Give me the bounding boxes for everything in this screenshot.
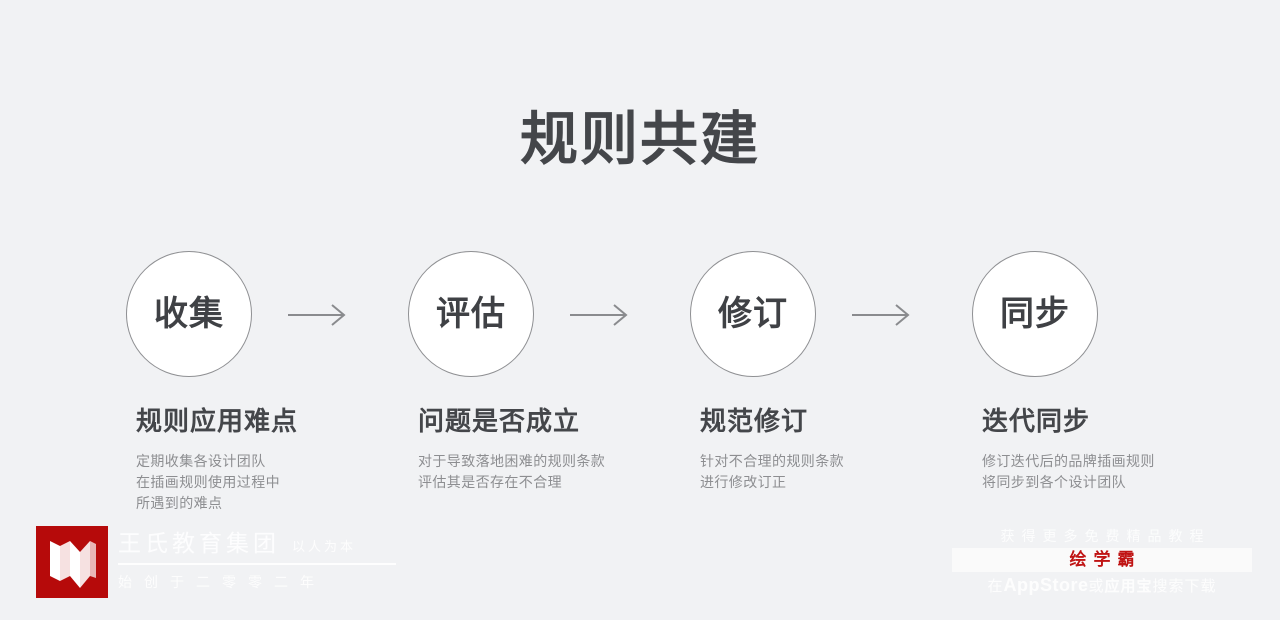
step-body-1: 定期收集各设计团队 在插画规则使用过程中 所遇到的难点 — [136, 451, 398, 514]
step-circle-3[interactable]: 修订 — [690, 251, 816, 377]
step-body-line: 针对不合理的规则条款 — [700, 453, 844, 469]
step-heading-1: 规则应用难点 — [136, 406, 299, 436]
step-circle-label-1: 收集 — [154, 295, 224, 333]
step-circle-1[interactable]: 收集 — [126, 251, 252, 377]
watermark-app-bar: 绘学霸 — [952, 548, 1252, 572]
wangshi-w-logo-icon — [36, 526, 108, 598]
watermark-left-text: 王氏教育集团 以人为本 始创于二零零二年 — [118, 526, 396, 598]
step-circle-label-2: 评估 — [436, 295, 506, 333]
step-body-line: 所遇到的难点 — [136, 495, 223, 511]
download-suffix: 搜索下载 — [1152, 578, 1217, 595]
step-body-line: 进行修改订正 — [700, 474, 787, 490]
step-block-1: 规则应用难点 定期收集各设计团队 在插画规则使用过程中 所遇到的难点 — [136, 404, 398, 514]
watermark-promo-line: 获得更多免费精品教程 — [1000, 528, 1211, 544]
download-bao: 应用宝 — [1104, 578, 1153, 595]
watermark-right: 获得更多免费精品教程 绘学霸 在AppStore或应用宝搜索下载 — [952, 524, 1252, 600]
watermark-divider — [118, 563, 396, 565]
step-body-line: 修订迭代后的品牌插画规则 — [982, 453, 1155, 469]
step-circle-group-4: 同步 — [972, 251, 1098, 377]
download-or: 或 — [1088, 578, 1105, 595]
step-circle-group-2: 评估 — [408, 251, 628, 377]
download-prefix: 在 — [987, 578, 1004, 595]
step-body-line: 在插画规则使用过程中 — [136, 474, 280, 490]
watermark-founded: 始创于二零零二年 — [118, 574, 326, 590]
watermark-app-name: 绘学霸 — [1069, 550, 1142, 569]
arrow-right-icon — [570, 303, 632, 327]
arrow-right-icon — [288, 303, 350, 327]
steps-row: 收集 评估 修订 — [126, 251, 1154, 381]
step-body-line: 定期收集各设计团队 — [136, 453, 266, 469]
step-circle-label-3: 修订 — [718, 295, 788, 333]
download-store: AppStore — [1003, 575, 1089, 595]
watermark-brand: 王氏教育集团 — [118, 530, 280, 556]
step-block-3: 规范修订 针对不合理的规则条款 进行修改订正 — [700, 404, 962, 493]
step-heading-4: 迭代同步 — [982, 406, 1091, 436]
step-body-line: 将同步到各个设计团队 — [982, 474, 1126, 490]
step-circle-2[interactable]: 评估 — [408, 251, 534, 377]
step-body-line: 评估其是否存在不合理 — [418, 474, 562, 490]
arrow-right-icon — [852, 303, 914, 327]
step-block-2: 问题是否成立 对于导致落地困难的规则条款 评估其是否存在不合理 — [418, 404, 680, 493]
step-body-line: 对于导致落地困难的规则条款 — [418, 453, 606, 469]
step-heading-3: 规范修订 — [700, 406, 809, 436]
step-body-4: 修订迭代后的品牌插画规则 将同步到各个设计团队 — [982, 451, 1244, 493]
step-body-2: 对于导致落地困难的规则条款 评估其是否存在不合理 — [418, 451, 680, 493]
step-block-4: 迭代同步 修订迭代后的品牌插画规则 将同步到各个设计团队 — [982, 404, 1244, 493]
page-title: 规则共建 — [519, 107, 760, 172]
step-circle-4[interactable]: 同步 — [972, 251, 1098, 377]
watermark-brand-row: 王氏教育集团 以人为本 — [118, 526, 396, 562]
watermark-slogan: 以人为本 — [292, 539, 357, 554]
step-heading-2: 问题是否成立 — [418, 406, 581, 436]
watermark-download-line: 在AppStore或应用宝搜索下载 — [952, 572, 1252, 600]
step-circle-group-1: 收集 — [126, 251, 346, 377]
watermark-left: 王氏教育集团 以人为本 始创于二零零二年 — [36, 526, 396, 598]
step-circle-group-3: 修订 — [690, 251, 910, 377]
step-circle-label-4: 同步 — [1000, 295, 1070, 333]
step-body-3: 针对不合理的规则条款 进行修改订正 — [700, 451, 962, 493]
